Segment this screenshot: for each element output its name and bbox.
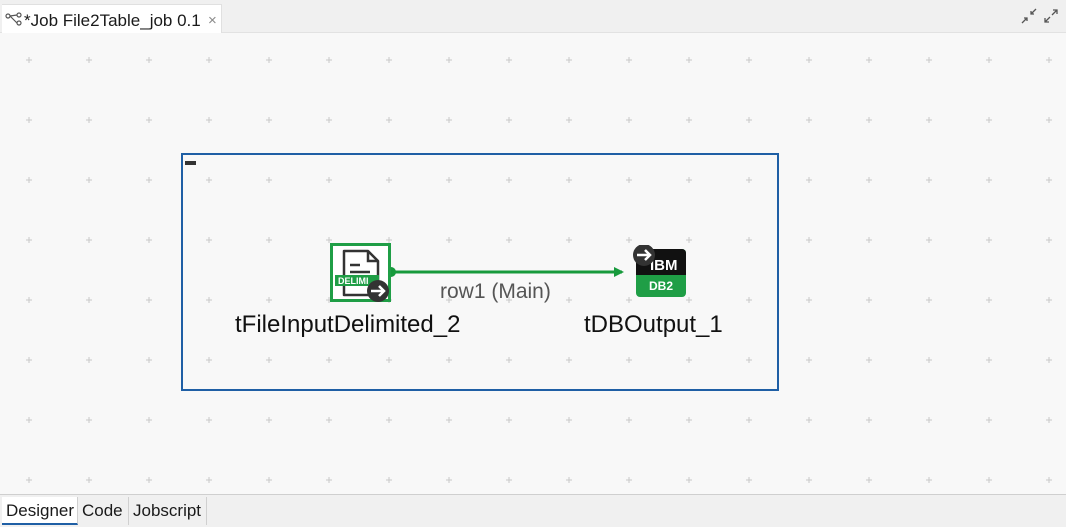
designer-canvas[interactable]: row1 (Main) DELIMI tFileInputDelimited_2… (0, 33, 1066, 494)
job-icon (5, 12, 22, 26)
tab-designer[interactable]: Designer (2, 497, 78, 525)
main-flow-link[interactable] (0, 33, 1066, 494)
link-label[interactable]: row1 (Main) (440, 280, 551, 303)
component-label: tDBOutput_1 (584, 311, 723, 338)
editor-tab-bar: *Job File2Table_job 0.1 × (0, 0, 1066, 34)
db2-icon: IBM DB2 (633, 244, 686, 297)
component-tfileinputdelimited[interactable]: DELIMI (330, 243, 392, 308)
canvas-grid (0, 33, 1066, 494)
tab-jobscript[interactable]: Jobscript (129, 497, 207, 525)
tab-title: *Job File2Table_job 0.1 (24, 11, 201, 30)
expand-icon[interactable] (1042, 7, 1060, 25)
job-editor-tab[interactable]: *Job File2Table_job 0.1 × (2, 4, 222, 34)
ibm-logo: IBM (650, 257, 678, 274)
tab-code[interactable]: Code (78, 497, 129, 525)
subjob-frame[interactable] (181, 153, 779, 391)
editor-view-tabs: Designer Code Jobscript (0, 494, 1066, 527)
component-label: tFileInputDelimited_2 (235, 311, 461, 338)
subjob-collapse-button[interactable] (185, 161, 196, 165)
file-delimited-badge: DELIMI (338, 276, 369, 286)
file-delimited-icon: DELIMI (330, 243, 391, 302)
collapse-icon[interactable] (1020, 7, 1038, 25)
component-tdboutput[interactable]: IBM DB2 (630, 244, 688, 306)
close-icon[interactable]: × (208, 12, 217, 29)
db2-badge: DB2 (649, 279, 673, 293)
